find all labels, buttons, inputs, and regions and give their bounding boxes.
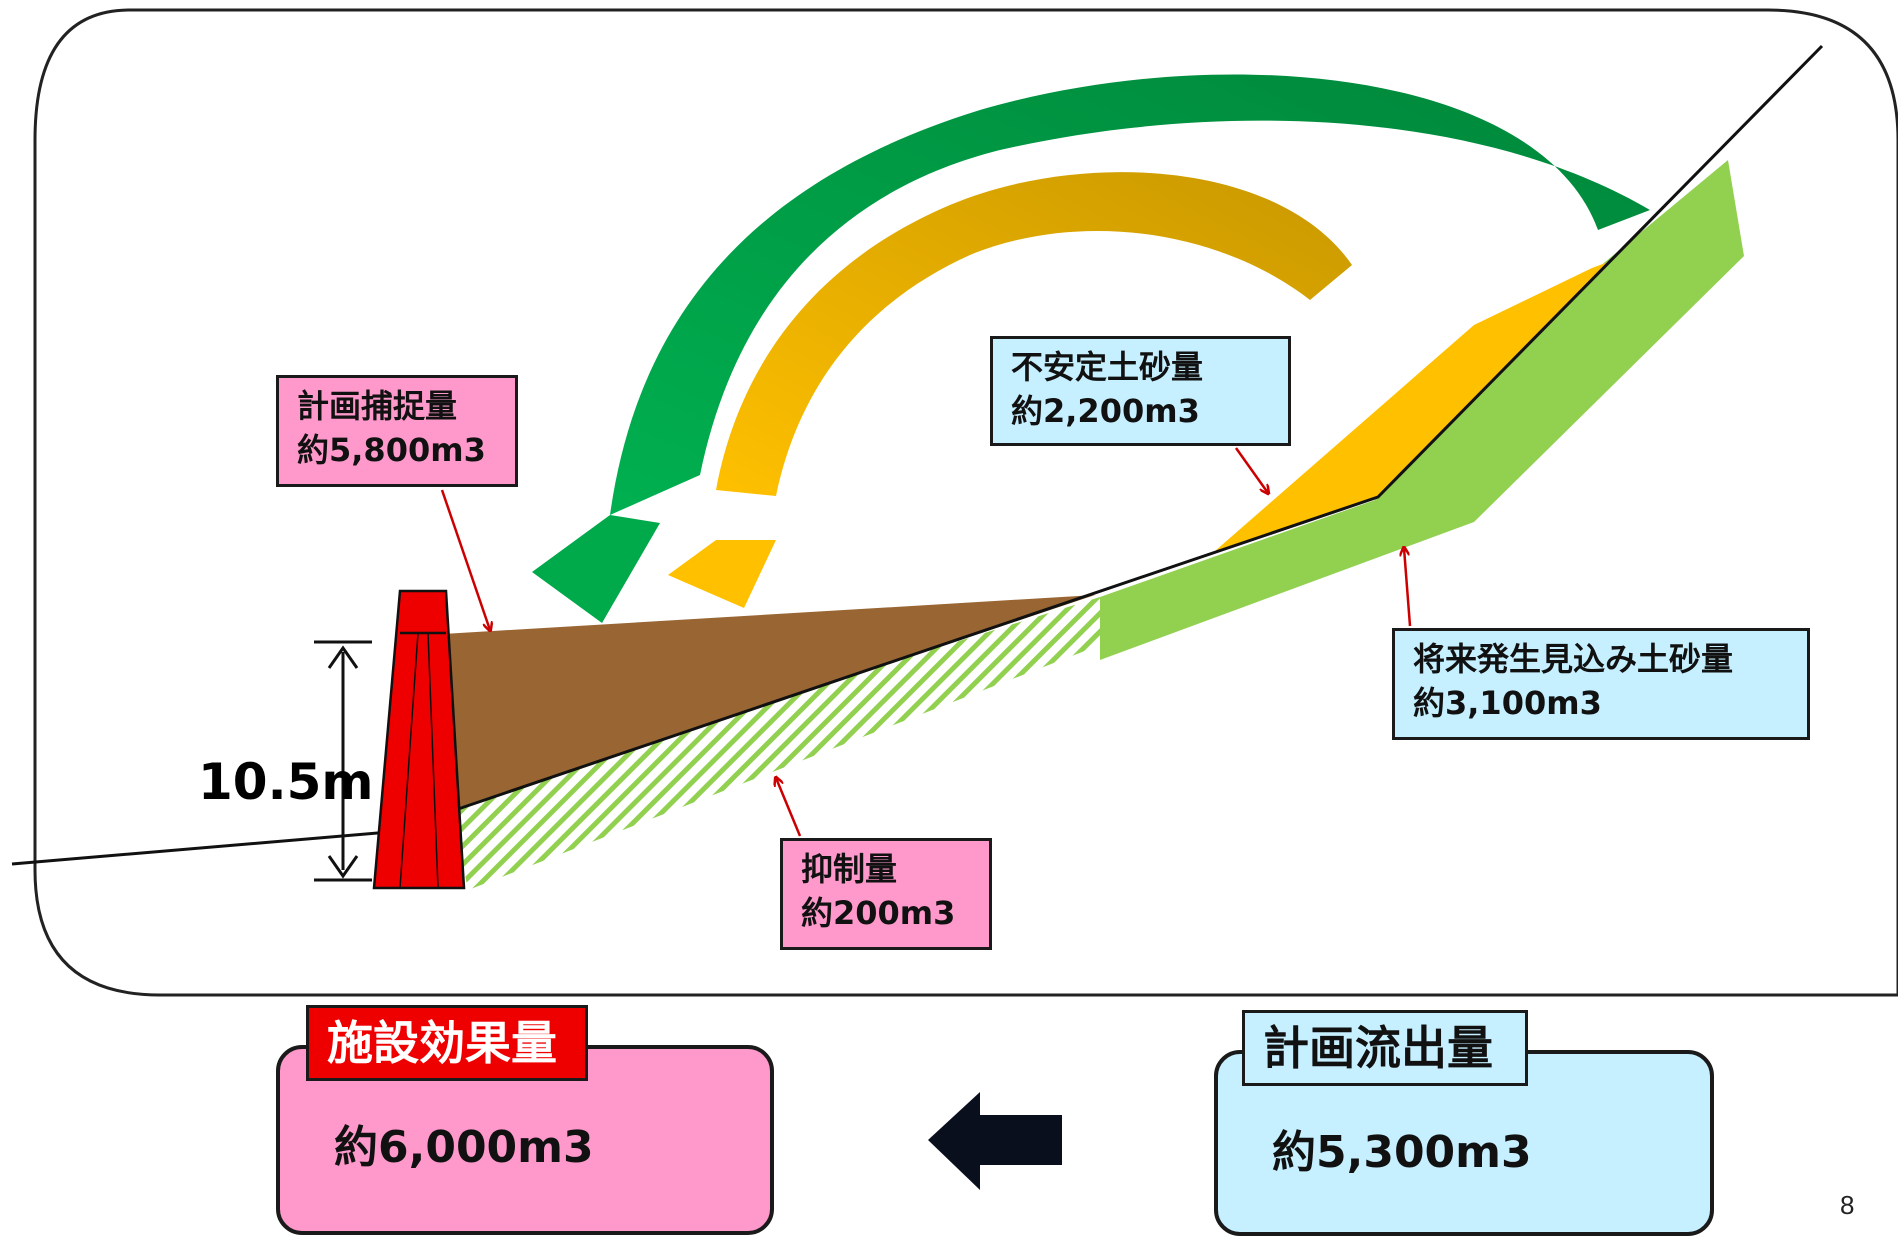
- planned-outflow-value: 約5,300m3: [1272, 1127, 1532, 1178]
- dam: [372, 589, 466, 890]
- gold-arc-arrow: [668, 172, 1352, 608]
- capture-title: 計画捕捉量: [297, 387, 458, 425]
- future-value: 約3,100m3: [1413, 684, 1602, 722]
- suppress-value: 約200m3: [801, 894, 956, 932]
- unstable-title: 不安定土砂量: [1011, 348, 1204, 386]
- future-leader: [1404, 548, 1412, 627]
- unstable-sediment-zone: [1215, 262, 1608, 551]
- unstable-value: 約2,200m3: [1011, 392, 1200, 430]
- suppress-leader: [776, 778, 802, 837]
- height-dimension: [314, 640, 372, 882]
- unstable-volume-label: 不安定土砂量 約2,200m3: [990, 336, 1291, 446]
- future-title: 将来発生見込み土砂量: [1413, 640, 1734, 678]
- terrain-line: [11, 44, 1824, 866]
- green-arc-arrow: [532, 74, 1650, 623]
- page-number: 8: [1840, 1190, 1855, 1220]
- suppression-zone: [450, 597, 1100, 890]
- capture-volume-label: 計画捕捉量 約5,800m3: [276, 375, 518, 487]
- facility-effect-title: 施設効果量: [306, 1005, 588, 1081]
- suppress-volume-label: 抑制量 約200m3: [780, 838, 992, 950]
- facility-effect-value: 約6,000m3: [334, 1122, 594, 1173]
- suppress-title: 抑制量: [801, 850, 898, 888]
- planned-outflow-title: 計画流出量: [1242, 1010, 1528, 1086]
- capture-leader: [440, 489, 490, 630]
- unstable-leader: [1234, 447, 1268, 493]
- capture-value: 約5,800m3: [297, 431, 486, 469]
- left-arrow-icon: [928, 1092, 1062, 1190]
- dam-height-label: 10.5m: [198, 753, 374, 811]
- diagram-frame: [33, 8, 1898, 997]
- future-volume-label: 将来発生見込み土砂量 約3,100m3: [1392, 628, 1810, 740]
